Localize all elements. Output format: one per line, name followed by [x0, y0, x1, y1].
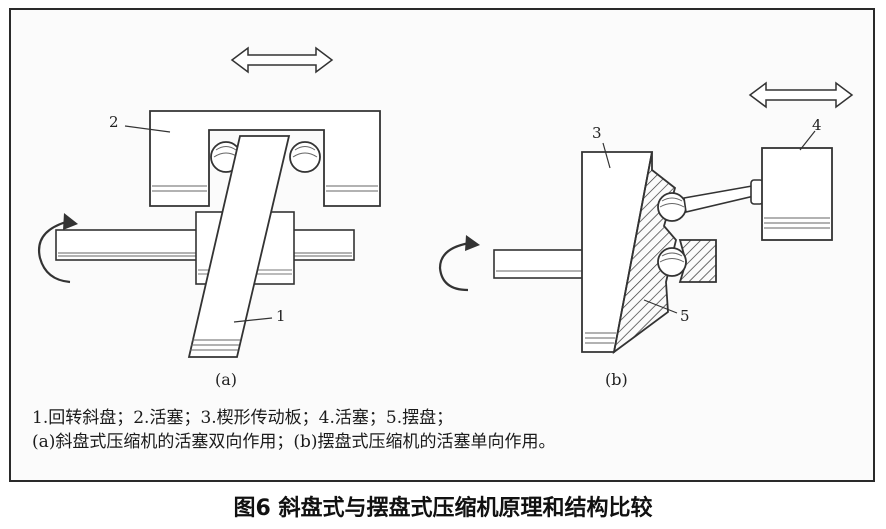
ball-lower-b	[657, 247, 687, 277]
ball-upper-b	[657, 192, 687, 222]
part-label-3: 3	[592, 124, 602, 142]
diagram-b	[438, 81, 854, 355]
piston-b	[761, 147, 833, 241]
swash-plate	[187, 135, 291, 358]
connecting-rod	[683, 179, 764, 213]
diagram-a	[37, 46, 381, 358]
double-arrow-icon	[230, 46, 334, 74]
legend-notes-line: (a)斜盘式压缩机的活塞双向作用；(b)摆盘式压缩机的活塞单向作用。	[32, 432, 556, 452]
part-label-1: 1	[276, 307, 286, 325]
rotation-arrow-icon	[438, 235, 480, 292]
double-arrow-icon	[748, 81, 854, 109]
legend: 1.回转斜盘；2.活塞；3.楔形传动板；4.活塞；5.摆盘； (a)斜盘式压缩机…	[32, 406, 852, 454]
part-label-4: 4	[812, 116, 822, 134]
part-label-5: 5	[680, 307, 690, 325]
rotation-arrow-icon	[37, 213, 78, 284]
drive-shaft-b	[493, 249, 585, 279]
legend-parts-line: 1.回转斜盘；2.活塞；3.楔形传动板；4.活塞；5.摆盘；	[32, 408, 454, 428]
figure-caption: 图6 斜盘式与摆盘式压缩机原理和结构比较	[233, 496, 653, 521]
subfigure-label-b: (b)	[605, 370, 628, 389]
piston-a	[149, 110, 381, 207]
subfigure-label-a: (a)	[215, 370, 238, 389]
part-label-2: 2	[109, 113, 119, 131]
ball-right-a	[289, 141, 321, 173]
